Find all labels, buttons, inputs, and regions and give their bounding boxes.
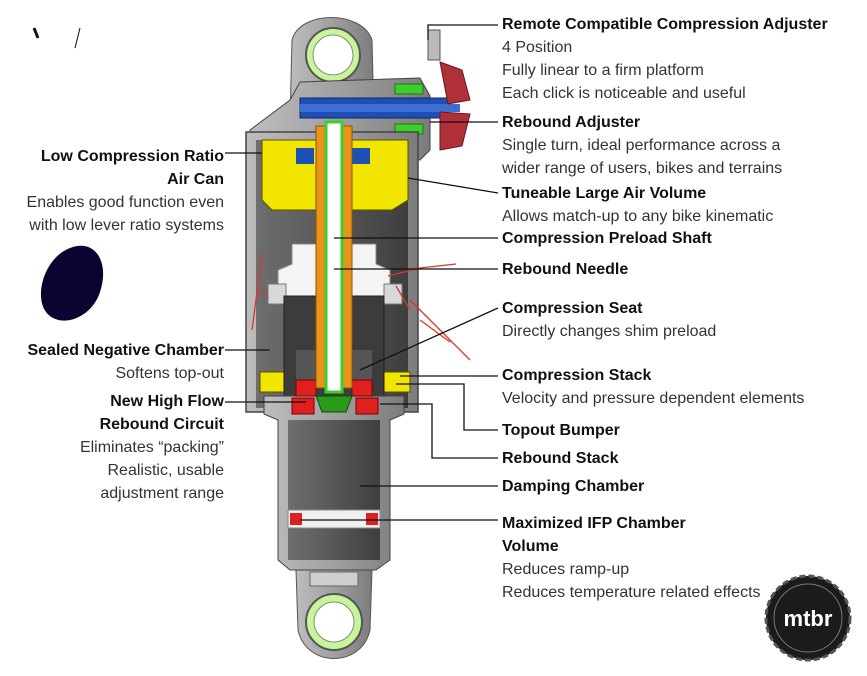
leader-compression-seat: [359, 307, 499, 371]
label-desc: Reduces temperature related effects: [502, 584, 761, 601]
label-title: Remote Compatible Compression Adjuster: [502, 16, 828, 33]
label-compression-preload-shaft: Compression Preload Shaft: [502, 227, 712, 250]
label-rebound-stack: Rebound Stack: [502, 447, 618, 470]
label-title: Sealed Negative Chamber: [27, 342, 224, 359]
label-desc: wider range of users, bikes and terrains: [502, 160, 783, 177]
label-desc: Directly changes shim preload: [502, 323, 717, 340]
label-desc: Enables good function even: [26, 194, 224, 211]
label-tuneable-air-volume: Tuneable Large Air Volume Allows match-u…: [502, 182, 773, 228]
label-topout-bumper: Topout Bumper: [502, 419, 620, 442]
label-ifp-chamber: Maximized IFP Chamber Volume Reduces ram…: [502, 512, 761, 604]
label-compression-seat: Compression Seat Directly changes shim p…: [502, 297, 716, 343]
label-title: Volume: [502, 538, 559, 555]
label-desc: Eliminates “packing”: [79, 439, 224, 456]
label-title: Damping Chamber: [502, 478, 645, 495]
label-title: Rebound Adjuster: [502, 114, 641, 131]
label-new-high-flow-rebound-circuit: New High Flow Rebound Circuit Eliminates…: [80, 390, 224, 505]
label-compression-stack: Compression Stack Velocity and pressure …: [502, 364, 804, 410]
label-desc: Reduces ramp-up: [502, 561, 630, 578]
leader-topout-bumper: [396, 383, 498, 431]
leader-remote-compression: [427, 24, 498, 40]
label-desc: Softens top-out: [115, 365, 224, 382]
label-desc: Single turn, ideal performance across a: [502, 137, 781, 154]
logo-text: mtbr: [784, 606, 833, 631]
label-title: Rebound Needle: [502, 261, 629, 278]
shafts: [315, 120, 353, 394]
label-title: Maximized IFP Chamber: [502, 515, 686, 532]
leader-lines: [225, 24, 499, 521]
red-pencil-marks: [251, 253, 471, 361]
label-rebound-needle: Rebound Needle: [502, 258, 628, 281]
label-title: Rebound Circuit: [99, 416, 224, 433]
label-desc: Fully linear to a firm platform: [502, 62, 704, 79]
stray-marks: [32, 27, 81, 49]
label-damping-chamber: Damping Chamber: [502, 475, 644, 498]
label-title: New High Flow: [110, 393, 224, 410]
label-title: Tuneable Large Air Volume: [502, 185, 707, 202]
label-sealed-negative-chamber: Sealed Negative Chamber Softens top-out: [27, 339, 224, 385]
label-desc: Realistic, usable: [107, 462, 225, 479]
damping-chamber-body: [263, 395, 405, 571]
label-desc: Each click is noticeable and useful: [502, 85, 746, 102]
label-title: Low Compression Ratio: [40, 148, 224, 165]
mtbr-logo: mtbr: [764, 574, 852, 662]
label-low-compression-air-can: Low Compression Ratio Air Can Enables go…: [27, 145, 224, 237]
label-title: Compression Preload Shaft: [502, 230, 712, 247]
label-desc: Allows match-up to any bike kinematic: [502, 208, 774, 225]
dark-blob: [40, 245, 104, 321]
label-desc: Velocity and pressure dependent elements: [502, 390, 805, 407]
label-desc: with low lever ratio systems: [29, 217, 224, 234]
bottom-eyelet: [295, 569, 373, 659]
label-title: Compression Stack: [502, 367, 652, 384]
label-desc: adjustment range: [100, 485, 224, 502]
label-title: Topout Bumper: [502, 422, 620, 439]
label-remote-compression-adjuster: Remote Compatible Compression Adjuster 4…: [502, 13, 828, 105]
label-title: Air Can: [167, 171, 224, 188]
label-desc: 4 Position: [502, 39, 573, 56]
leader-rebound-stack: [380, 403, 498, 459]
label-title: Rebound Stack: [502, 450, 619, 467]
label-title: Compression Seat: [502, 300, 643, 317]
label-rebound-adjuster: Rebound Adjuster Single turn, ideal perf…: [502, 111, 782, 180]
leader-air-volume: [407, 177, 499, 194]
